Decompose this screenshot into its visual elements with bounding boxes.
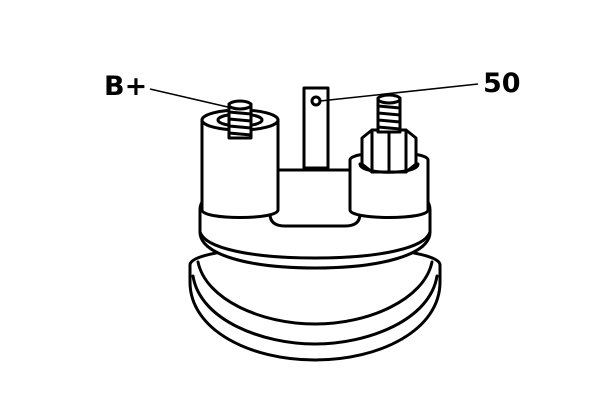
- right-stud-threads: [376, 104, 402, 131]
- cap-ring-groove: [191, 274, 439, 346]
- leader-line-50: [319, 83, 479, 102]
- washer: [358, 162, 420, 174]
- right-stud-top: [376, 93, 402, 105]
- terminal-bridge: [268, 168, 362, 228]
- left-stud-threads: [227, 110, 253, 137]
- cap-disc-rim: [198, 230, 432, 260]
- cap-ring-groove-2: [196, 260, 434, 326]
- label-ignition-terminal: 50: [483, 68, 521, 99]
- leader-line-b: [149, 88, 233, 109]
- tab-terminal-hole: [310, 95, 322, 107]
- left-stud-top: [227, 99, 253, 111]
- label-battery-terminal: B+: [104, 71, 148, 102]
